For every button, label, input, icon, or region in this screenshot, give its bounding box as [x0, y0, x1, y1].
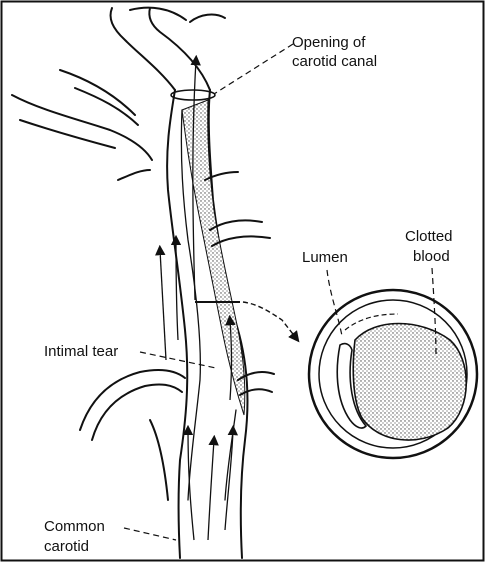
label-opening-line1: Opening of: [292, 34, 366, 51]
label-common-line2: carotid: [44, 538, 89, 555]
section-pointer: [243, 302, 296, 338]
label-intimal-tear: Intimal tear: [44, 343, 118, 360]
label-opening-line2: carotid canal: [292, 53, 377, 70]
carotid-canal-ring: [171, 90, 215, 100]
upper-branches: [111, 8, 225, 90]
label-clotted-line2: blood: [413, 248, 450, 265]
label-common-line1: Common: [44, 518, 105, 535]
label-lumen: Lumen: [302, 249, 348, 266]
left-branches: [12, 70, 185, 500]
label-clotted-line1: Clotted: [405, 228, 453, 245]
cross-section: [309, 290, 477, 458]
